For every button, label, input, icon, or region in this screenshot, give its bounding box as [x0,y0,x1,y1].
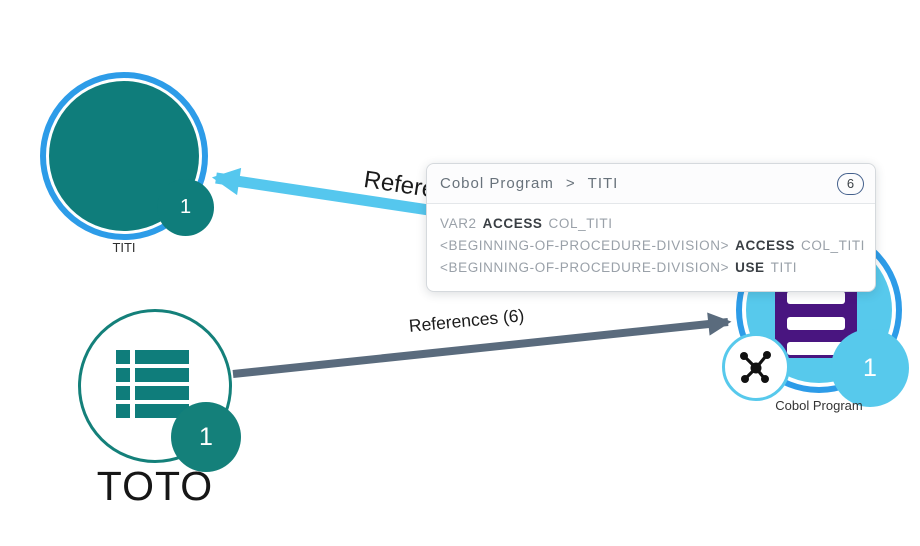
edge-label-toto-cobol[interactable]: References (6) [408,305,526,336]
tooltip-header: Cobol Program > TITI 6 [427,164,875,204]
network-graph-icon [740,351,771,383]
breadcrumb-separator: > [565,175,576,192]
toto-count-badge[interactable]: 1 [171,402,241,472]
cobol-program-label: Cobol Program [775,398,863,413]
tooltip-source: Cobol Program [440,175,554,192]
titi-selection-ring [40,72,208,240]
cobol-count-badge[interactable]: 1 [831,329,909,407]
reference-count-badge: 6 [837,172,864,195]
tooltip-target: TITI [587,175,619,192]
node-titi[interactable]: 1 TITI [40,72,214,255]
table-list-icon [116,350,189,418]
expand-network-button[interactable] [722,333,790,401]
titi-count-badge[interactable]: 1 [157,179,214,236]
titi-label: TITI [112,240,136,255]
node-toto[interactable]: 1 TOTO [78,309,241,509]
toto-label: TOTO [96,463,214,509]
